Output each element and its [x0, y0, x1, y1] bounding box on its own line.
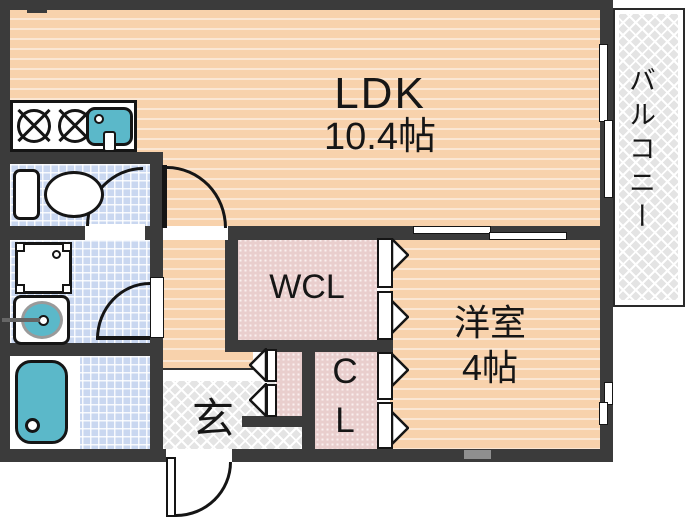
bathtub-icon	[15, 360, 68, 444]
hallway-floor-lower	[163, 352, 253, 368]
entrance-label: 玄	[192, 395, 235, 442]
wall-stub-top	[27, 0, 47, 13]
balcony-window-pane-1	[599, 44, 608, 122]
shoe-closet-floor	[276, 352, 302, 416]
washroom-door-opening	[150, 277, 164, 338]
entrance-door-arc	[176, 462, 232, 517]
western-window-pane-2	[599, 402, 608, 425]
toilet-bowl-icon	[44, 171, 104, 218]
wcl-folding-door-arrow-1	[391, 238, 409, 272]
sill-notch	[464, 450, 491, 459]
washroom-bath-wall	[0, 343, 163, 356]
wcl-west-wall	[225, 226, 238, 352]
wcl-folding-door-arrow-2	[391, 300, 409, 334]
balcony	[613, 8, 685, 307]
ldk-label: LDK	[334, 69, 426, 118]
closet-folding-door-arrow-2	[391, 411, 409, 445]
kitchen-faucet-icon	[103, 131, 116, 152]
hallway-door-opening	[163, 226, 228, 240]
western-window-pane-1	[604, 382, 613, 405]
walk-in-closet-label: WCL	[269, 268, 345, 306]
western-room-size-label: 4帖	[461, 347, 519, 388]
washing-machine-icon	[15, 242, 72, 294]
entrance-step	[163, 368, 253, 381]
entrance-door-opening	[166, 449, 232, 462]
entrance-door-leaf	[166, 457, 176, 517]
closet-folding-door-arrow-1	[391, 353, 409, 387]
closet-floor	[315, 352, 377, 449]
balcony-window-pane-2	[604, 120, 613, 198]
western-room-label: 洋室	[453, 302, 526, 343]
hallway-floor	[163, 240, 225, 352]
toilet-tank-icon	[13, 169, 40, 220]
sliding-door-pane-2	[489, 232, 567, 240]
shoe-closet-south-wall	[242, 416, 315, 427]
kitchen-toilet-wall	[0, 152, 163, 164]
sliding-door-pane-1	[413, 226, 491, 234]
walk-in-closet-floor	[238, 238, 377, 340]
washbasin-faucet-icon	[2, 318, 40, 322]
stove-burner-icon	[17, 108, 51, 143]
shoe-closet-folding-door-arrow-1	[249, 348, 267, 382]
toilet-door-opening	[85, 224, 145, 240]
shoe-closet-folding-door-panel-1	[266, 349, 277, 382]
closet-label-l: L	[335, 401, 355, 440]
balcony-floor	[619, 14, 678, 300]
western-room-floor	[390, 240, 600, 449]
hallway-door-leaf	[162, 165, 167, 228]
closet-label-c: C	[332, 352, 358, 391]
shoe-closet-folding-door-arrow-2	[249, 383, 267, 417]
shoe-closet-folding-door-panel-2	[266, 384, 277, 417]
outer-wall-top	[0, 0, 613, 10]
closet-west-wall	[302, 340, 315, 460]
ldk-size-label: 10.4帖	[324, 116, 436, 158]
washroom-door-leaf	[96, 336, 150, 340]
balcony-label: バルコニー	[625, 66, 655, 236]
